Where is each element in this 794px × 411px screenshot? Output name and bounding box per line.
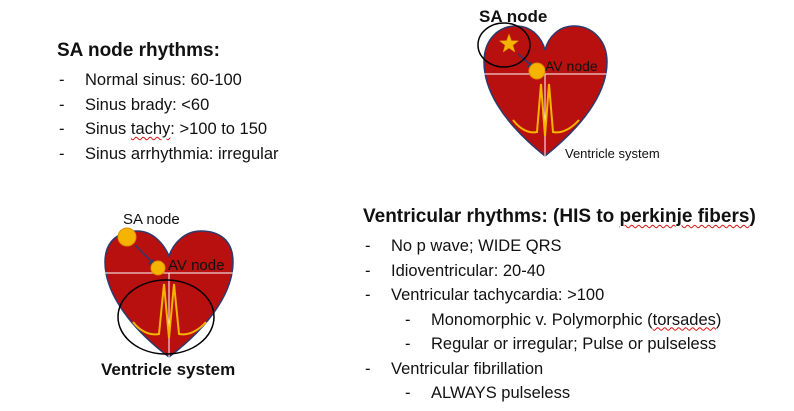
ventricle-system-label: Ventricle system (101, 360, 235, 379)
item-text: ) (715, 310, 722, 329)
ventricular-rhythms-section: Ventricular rhythms: (HIS to perkinje fi… (363, 206, 756, 406)
sa-node-label: SA node (123, 211, 180, 228)
ventricular-rhythms-heading: Ventricular rhythms: (HIS to perkinje fi… (363, 206, 756, 228)
list-item: Idioventricular: 20-40 (363, 259, 756, 284)
item-text: : >100 to 150 (170, 120, 268, 138)
sa-rhythms-heading: SA node rhythms: (57, 40, 220, 61)
ventricular-rhythms-list: No p wave; WIDE QRS Idioventricular: 20-… (363, 234, 756, 406)
list-item: Monomorphic v. Polymorphic (torsades) (363, 308, 756, 333)
sa-node-icon (117, 227, 137, 247)
spellcheck-word: torsades (652, 310, 716, 329)
list-item: Sinus brady: <60 (57, 93, 279, 118)
list-item: Normal sinus: 60-100 (57, 68, 279, 93)
ventricle-system-label: Ventricle system (565, 146, 660, 161)
list-item: Ventricular fibrillation (363, 357, 756, 382)
conduction-pathway (512, 83, 580, 137)
heading-text: ) (749, 206, 756, 227)
spellcheck-word: tachy (130, 120, 171, 138)
sa-node-label: SA node (479, 7, 547, 26)
item-text: Sinus (85, 120, 131, 138)
av-node-icon (528, 62, 546, 80)
item-text: Monomorphic v. Polymorphic ( (431, 310, 653, 329)
av-node-icon (150, 260, 166, 276)
conduction-arrow (134, 244, 154, 264)
ventricle-highlight-circle (117, 279, 215, 355)
sa-rhythms-list: Normal sinus: 60-100 Sinus brady: <60 Si… (57, 68, 279, 166)
list-item: Sinus arrhythmia: irregular (57, 142, 279, 167)
heading-text: Ventricular rhythms: (HIS to (363, 206, 620, 227)
star-icon (498, 33, 520, 53)
av-node-label: AV node (545, 58, 598, 74)
spellcheck-word: perkinje fibers (619, 206, 750, 227)
list-item: Ventricular tachycardia: >100 (363, 283, 756, 308)
list-item: Regular or irregular; Pulse or pulseless (363, 332, 756, 357)
sa-node-highlight-circle (477, 22, 531, 68)
list-item: ALWAYS pulseless (363, 381, 756, 406)
list-item: No p wave; WIDE QRS (363, 234, 756, 259)
sa-rhythms-section: SA node rhythms: Normal sinus: 60-100 Si… (57, 40, 279, 166)
conduction-pathway (132, 283, 207, 339)
av-node-label: AV node (168, 257, 224, 274)
list-item: Sinus tachy: >100 to 150 (57, 117, 279, 142)
